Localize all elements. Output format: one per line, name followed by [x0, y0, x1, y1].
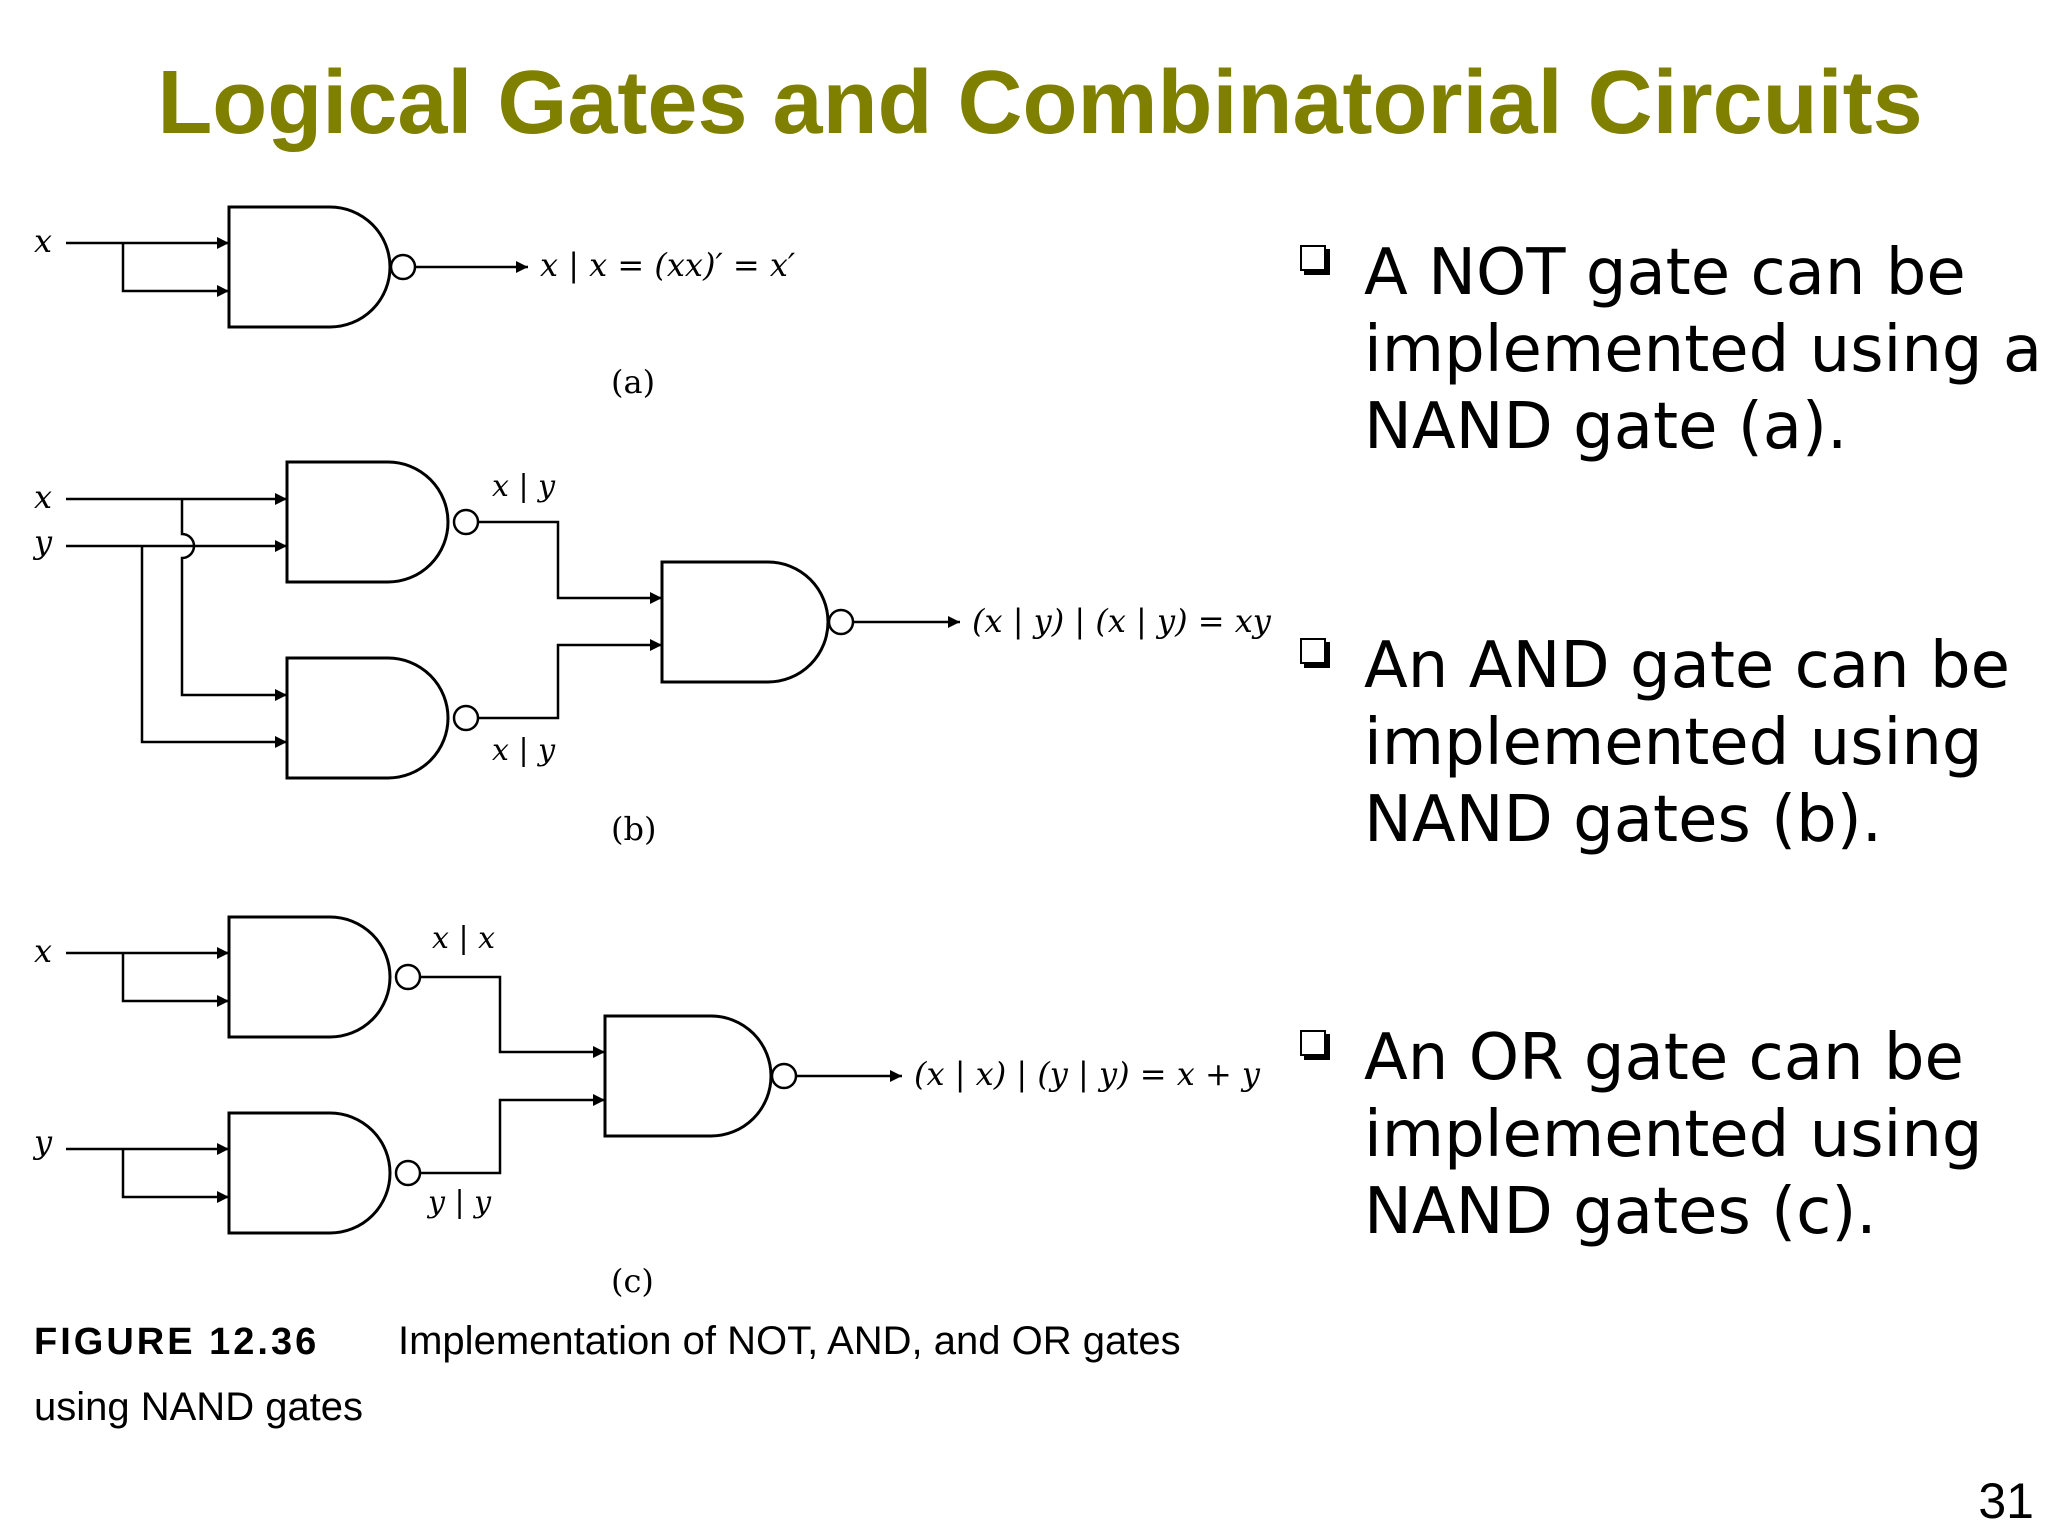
- panel-c-input-y: y: [32, 1123, 53, 1161]
- nand-gate-top: [227, 915, 392, 1039]
- square-bullet-icon: [1300, 1030, 1326, 1056]
- inversion-bubble: [394, 963, 422, 991]
- inversion-bubble: [827, 608, 855, 636]
- top-output-wire: [478, 520, 662, 604]
- panel-b-bottom-gate-output: x | y: [492, 733, 556, 768]
- y-branch-wire: [140, 546, 287, 748]
- nand-implementation-figure: x x | x = (xx)′ = x′ (a) x y x | y x | y…: [32, 205, 1272, 1429]
- top-output-wire: [420, 975, 605, 1058]
- figure-caption-heading: FIGURE 12.36: [34, 1321, 319, 1363]
- inversion-bubble: [452, 704, 480, 732]
- panel-c-output-expression: (x | x) | (y | y) = x + y: [914, 1055, 1261, 1093]
- bottom-output-wire: [420, 1094, 605, 1175]
- panel-c-bottom-gate-output: y | y: [426, 1185, 492, 1220]
- panel-b-input-y: y: [32, 523, 53, 561]
- inversion-bubble: [452, 508, 480, 536]
- bullet-text: A NOT gate can be implemented using a NA…: [1364, 236, 2043, 464]
- panel-a-not-gate: [66, 205, 528, 329]
- panel-a-label: (a): [611, 363, 655, 401]
- nand-gate: [227, 205, 392, 329]
- nand-gate-top: [285, 460, 450, 584]
- panel-b-input-x: x: [34, 478, 52, 516]
- y-branch-wire: [121, 1149, 229, 1203]
- panel-b-top-gate-output: x | y: [492, 469, 556, 504]
- bottom-output-wire: [478, 639, 662, 720]
- figure-caption-line2: using NAND gates: [34, 1385, 363, 1429]
- page-number: 31: [1978, 1473, 2034, 1529]
- panel-c-input-x: x: [34, 932, 52, 970]
- input-branch-wire: [121, 243, 229, 297]
- nand-gate-bottom: [285, 656, 450, 780]
- panel-a-input-x: x: [34, 222, 52, 260]
- slide-title: Logical Gates and Combinatorial Circuits: [157, 53, 1923, 153]
- nand-gate-bottom: [227, 1111, 392, 1235]
- inversion-bubble: [389, 253, 417, 281]
- panel-c-top-gate-output: x | x: [432, 921, 495, 956]
- nand-gate-final: [603, 1014, 773, 1138]
- figure-caption-line1: Implementation of NOT, AND, and OR gates: [398, 1319, 1181, 1363]
- square-bullet-icon: [1300, 638, 1326, 664]
- panel-b-output-expression: (x | y) | (x | y) = xy: [972, 602, 1272, 640]
- bullet-text: An OR gate can be implemented using NAND…: [1364, 1021, 1983, 1249]
- bullet-text: An AND gate can be implemented using NAN…: [1364, 629, 2010, 857]
- panel-c-or-circuit: [66, 915, 902, 1235]
- inversion-bubble: [770, 1062, 798, 1090]
- inversion-bubble: [394, 1159, 422, 1187]
- panel-b-label: (b): [611, 810, 656, 848]
- x-branch-wire: [180, 499, 287, 701]
- panel-a-output-expression: x | x = (xx)′ = x′: [540, 246, 796, 284]
- panel-b-and-circuit: [66, 460, 960, 780]
- nand-gate-final: [660, 560, 830, 684]
- x-branch-wire: [121, 953, 229, 1007]
- square-bullet-icon: [1300, 245, 1326, 271]
- panel-c-label: (c): [611, 1262, 654, 1300]
